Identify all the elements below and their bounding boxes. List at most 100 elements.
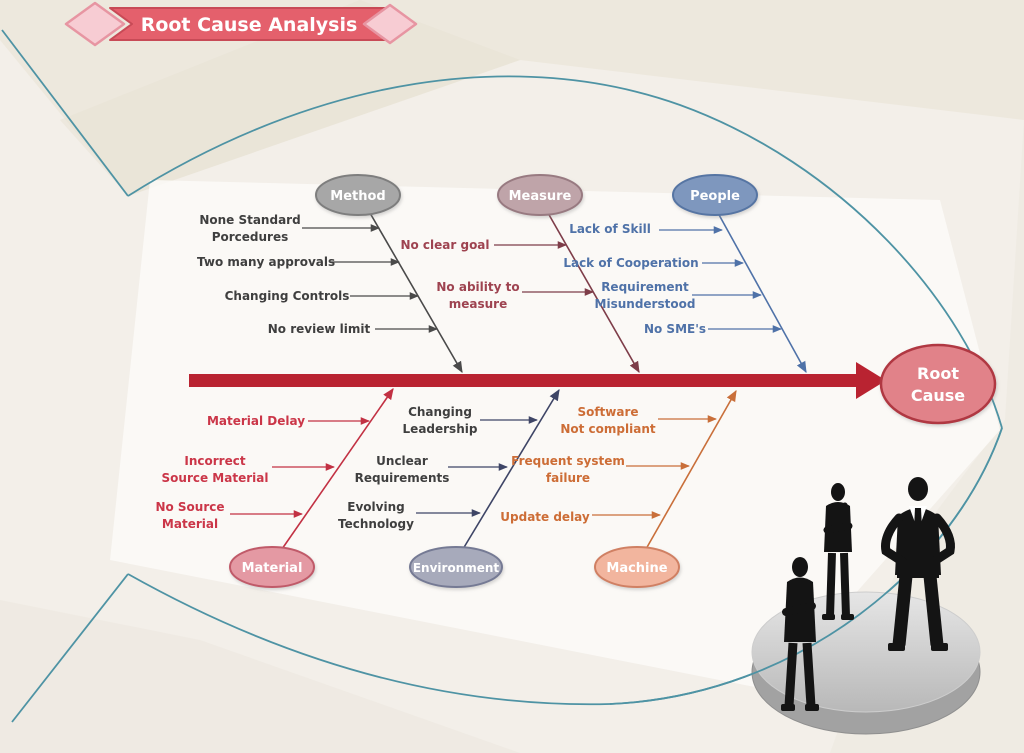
cause-label-no-review-limit: No review limit — [256, 321, 382, 338]
method-connectors — [302, 224, 438, 333]
silhouette-foot — [822, 614, 835, 620]
spine-bar — [189, 374, 856, 387]
cause-line: Requirements — [354, 471, 450, 485]
page-title: Root Cause Analysis — [141, 14, 358, 36]
environment-node: Environment — [409, 546, 503, 588]
category-nodes: Method Measure People Material Environme… — [229, 174, 758, 588]
silhouette-leg — [784, 642, 798, 707]
people-connectors — [659, 226, 782, 333]
silhouette-leg — [802, 642, 816, 707]
cause-label-requirement-misunderstood: Requirement Misunderstood — [583, 279, 707, 313]
measure-connectors — [494, 241, 594, 296]
cause-line: Not compliant — [560, 422, 656, 436]
cause-line: Misunderstood — [594, 297, 696, 311]
cause-line: Two many approvals — [197, 255, 336, 269]
title-banner: Root Cause Analysis — [64, 1, 418, 47]
platform-and-people — [609, 427, 1003, 735]
cause-line: Lack of Skill — [569, 222, 651, 236]
silhouette-arm — [928, 513, 955, 567]
fish-belly-curve-overlay — [609, 427, 1003, 705]
environment-ellipse — [409, 546, 503, 588]
fish-mouth-top-line — [1, 29, 129, 197]
cause-line: Evolving — [347, 500, 405, 514]
material-node: Material — [229, 546, 315, 588]
cause-label-frequent-system-failure: Frequent system failure — [504, 453, 632, 487]
material-bone — [281, 388, 394, 550]
material-label: Material — [242, 561, 303, 576]
cause-label-no-ability-to-measure: No ability to measure — [420, 279, 536, 313]
method-node: Method — [315, 174, 401, 216]
facet-center — [110, 180, 1000, 690]
environment-label: Environment — [413, 561, 500, 575]
cause-label-software-not-compliant: Software Not compliant — [547, 404, 669, 438]
method-label: Method — [330, 189, 385, 204]
facet-right — [830, 120, 1024, 753]
people-node: People — [672, 174, 758, 216]
material-ellipse — [229, 546, 315, 588]
silhouette-leg — [892, 575, 913, 646]
cause-label-no-source-material: No Source Material — [130, 499, 250, 533]
cause-label-none-standard-porcedures: None Standard Porcedures — [182, 212, 318, 246]
root-cause-node: Root Cause — [879, 343, 997, 425]
silhouette-leg — [826, 552, 836, 617]
root-cause-line1: Root — [917, 364, 959, 383]
people-ellipse — [672, 174, 758, 216]
silhouette-foot — [841, 614, 854, 620]
cause-line: Unclear — [376, 454, 428, 468]
cause-label-changing-leadership: Changing Leadership — [379, 404, 501, 438]
environment-bone — [462, 388, 560, 550]
silhouette-foot — [781, 704, 795, 711]
facet-bottom — [0, 600, 520, 753]
cause-line: None Standard — [199, 213, 301, 227]
silhouette-hips — [897, 560, 939, 578]
fish-back-curve — [127, 75, 1003, 429]
cause-line: Requirement — [601, 280, 689, 294]
cause-line: failure — [545, 471, 591, 485]
silhouette-leg — [840, 552, 850, 617]
cause-line: No SME's — [643, 322, 707, 336]
cause-label-no-clear-goal: No clear goal — [393, 237, 497, 254]
facet-top-left-wedge — [60, 0, 520, 196]
method-ellipse — [315, 174, 401, 216]
cause-line: Incorrect — [184, 454, 246, 468]
tie — [913, 508, 923, 549]
silhouette-leg — [923, 575, 944, 646]
cause-line: Material — [161, 517, 219, 531]
machine-label: Machine — [606, 561, 667, 576]
cause-line: Changing — [408, 405, 472, 419]
silhouette-arm — [782, 602, 816, 616]
cause-line: Update delay — [500, 510, 590, 524]
cause-label-lack-of-cooperation: Lack of Cooperation — [558, 255, 704, 272]
silhouette-head — [908, 477, 928, 501]
cause-line: Technology — [338, 517, 414, 531]
cause-line: Leadership — [402, 422, 478, 436]
businessman-thinking-back — [822, 483, 854, 620]
cause-line: Lack of Cooperation — [563, 256, 699, 270]
silhouette-foot — [931, 643, 948, 651]
root-cause-line2: Cause — [911, 386, 965, 405]
cause-label-no-smes: No SME's — [618, 321, 732, 338]
silhouette-head — [792, 557, 808, 577]
people-label: People — [690, 189, 740, 204]
cause-connectors — [230, 224, 782, 519]
cause-line: Changing Controls — [224, 289, 350, 303]
silhouette-arm — [823, 522, 853, 534]
silhouette-head — [831, 483, 845, 501]
cause-label-material-delay: Material Delay — [196, 413, 316, 430]
machine-bone — [645, 389, 737, 550]
cause-line: No ability to — [436, 280, 520, 294]
measure-ellipse — [497, 174, 583, 216]
fish-mouth-bottom-line — [11, 573, 129, 723]
businessman-thinking-front — [781, 557, 819, 711]
cause-label-two-many-approvals: Two many approvals — [197, 254, 336, 271]
cause-label-update-delay: Update delay — [484, 509, 606, 526]
cause-label-changing-controls: Changing Controls — [224, 288, 350, 305]
cause-line: No Source — [155, 500, 225, 514]
cause-line: Software — [577, 405, 639, 419]
ribbon-diamond-right — [362, 3, 418, 45]
material-connectors — [230, 417, 370, 518]
cause-label-lack-of-skill: Lack of Skill — [558, 221, 662, 238]
